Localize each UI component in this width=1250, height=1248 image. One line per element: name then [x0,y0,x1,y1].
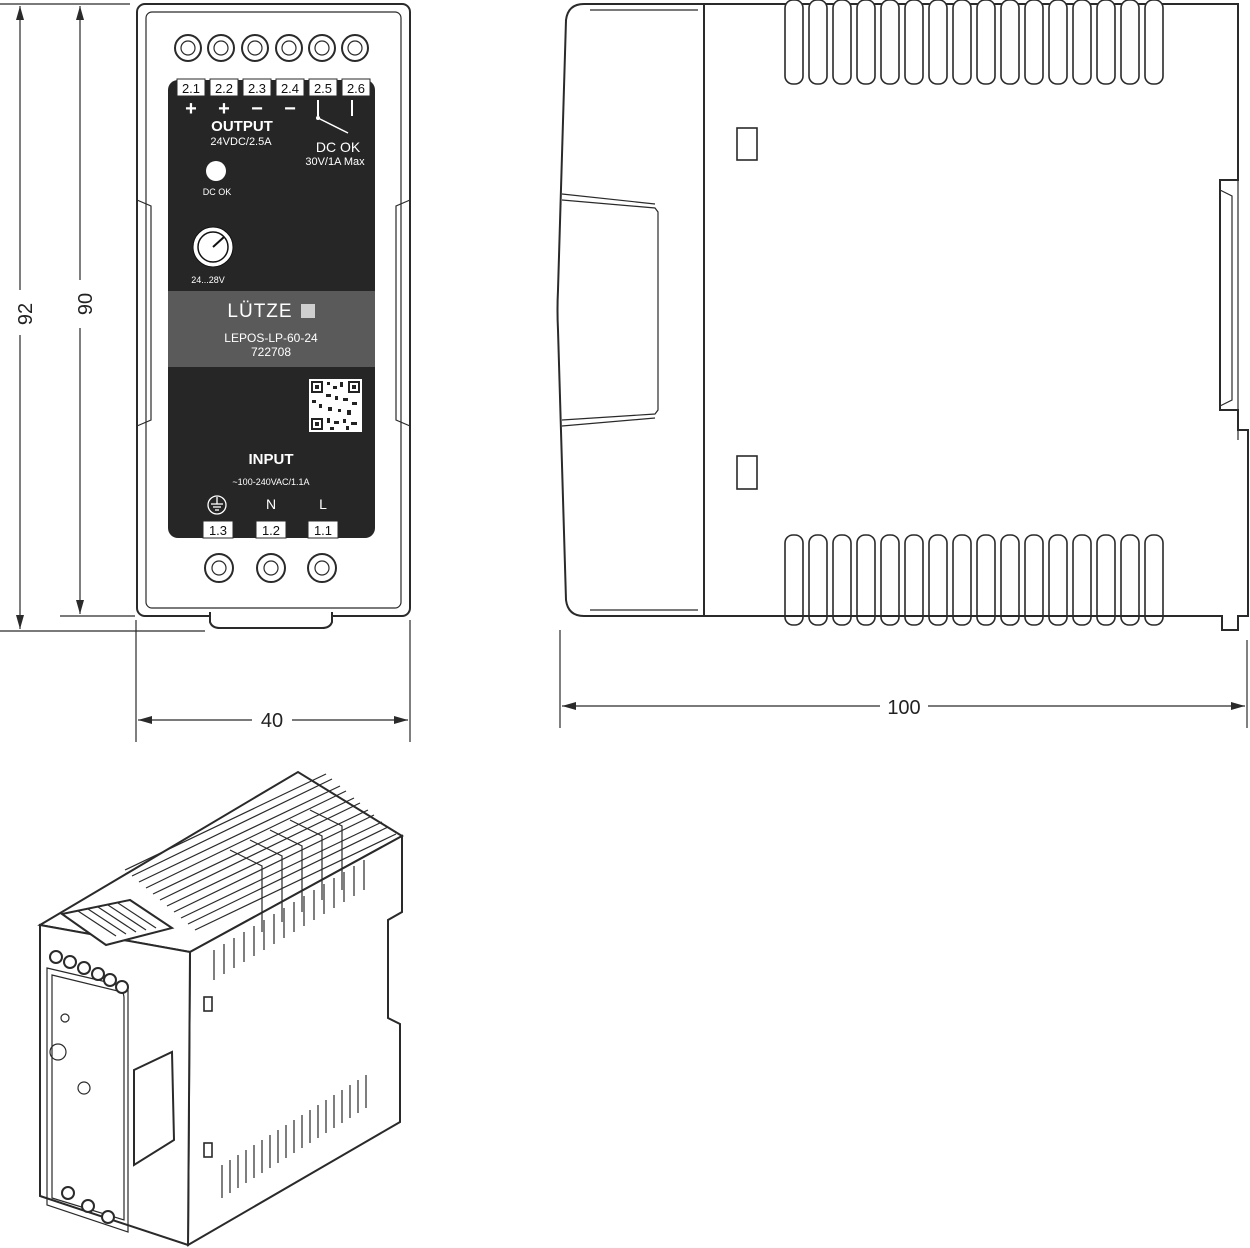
iso-side-clip [203,1142,213,1158]
model-name: LEPOS-LP-60-24 [224,331,318,345]
terminal-label: 1.1 [314,523,332,538]
terminal-label: 2.4 [281,81,299,96]
polarity-symbol: − [251,98,263,120]
led-icon [206,161,226,181]
iso-top-vent-ends [213,860,365,980]
brand-logo: LÜTZE [227,301,292,322]
height-outer-dimension: 92 [15,303,37,325]
bottom-vent-slots [784,534,1164,626]
terminal-label: 1.2 [262,523,280,538]
input-terminal-screws [204,553,337,583]
iso-front-screws [49,950,129,1224]
right-grip [395,199,411,427]
ground-icon [207,495,227,515]
led-label: DC OK [203,187,232,197]
terminal-label: 2.6 [347,81,365,96]
front-dimensions: 92 90 40 [0,3,411,742]
screw-terminal[interactable] [207,34,235,62]
height-inner-dimension: 90 [75,293,97,315]
iso-grip [133,1050,176,1167]
terminal-label: 1.3 [209,523,227,538]
din-clip [209,612,333,629]
cover-grip [561,199,659,421]
left-grip [136,199,152,427]
iso-terminal-block [59,898,175,947]
output-terminal-labels: 2.1 2.2 2.3 2.4 2.5 2.6 [176,78,371,97]
front-view: 2.1 2.2 2.3 2.4 2.5 2.6 + + − − OUTPUT 2… [136,3,411,629]
screw-terminal[interactable] [204,553,234,583]
dcok-title: DC OK [316,139,361,155]
screw-terminal[interactable] [307,553,337,583]
depth-dimension: 100 [887,697,920,719]
screw-terminal[interactable] [174,34,202,62]
screw-terminal[interactable] [256,553,286,583]
side-clip [736,455,758,490]
iso-cooling-fins [124,773,397,932]
side-dimensions: 100 [559,630,1248,728]
screw-terminal[interactable] [241,34,269,62]
pot-label: 24...28V [191,275,225,285]
neutral-symbol: N [266,496,276,512]
iso-side-face [186,834,403,1247]
iso-front-face [39,923,192,1247]
potentiometer-icon[interactable] [192,226,234,268]
iso-bottom-vents [221,1075,367,1198]
iso-side-clip [203,996,213,1012]
polarity-symbol: + [185,98,197,120]
output-title: OUTPUT [211,118,273,135]
front-cover-profile [556,3,705,617]
input-rating: ~100-240VAC/1.1A [232,477,309,487]
terminal-label: 2.3 [248,81,266,96]
line-symbol: L [319,496,327,512]
terminal-label: 2.2 [215,81,233,96]
top-vent-slots [784,0,1164,85]
dcok-rating: 30V/1A Max [305,156,365,168]
qr-code-icon [309,379,362,432]
brand-mark-icon [301,304,315,318]
width-dimension: 40 [261,710,283,732]
output-terminal-screws [174,34,369,62]
screw-terminal[interactable] [341,34,369,62]
terminal-label: 2.1 [182,81,200,96]
side-view [556,0,1249,631]
output-rating: 24VDC/2.5A [210,136,272,148]
screw-terminal[interactable] [275,34,303,62]
side-clip [736,127,758,161]
isometric-view [37,770,404,1247]
input-title: INPUT [249,451,294,468]
part-number: 722708 [251,345,291,359]
screw-terminal[interactable] [308,34,336,62]
polarity-symbol: + [218,98,230,120]
front-housing-inner [145,11,402,609]
housing-body-profile [703,3,1249,631]
terminal-label: 2.5 [314,81,332,96]
relay-contact-icon [316,100,353,134]
brand-band [168,291,375,367]
polarity-symbol: − [284,98,296,120]
